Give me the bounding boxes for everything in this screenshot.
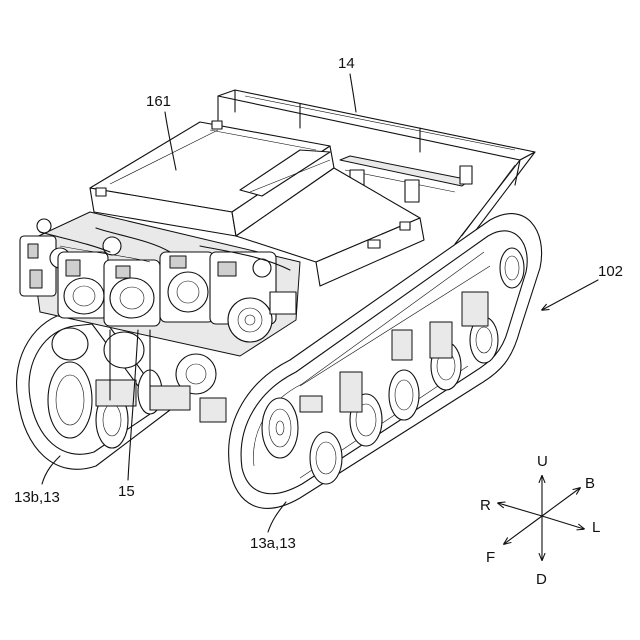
compass-label-back: B bbox=[585, 475, 595, 492]
compass-arrow-left bbox=[542, 516, 584, 529]
compass-label-left: L bbox=[592, 519, 600, 536]
compass-arrow-right bbox=[498, 503, 542, 516]
label-13a: 13a,13 bbox=[250, 535, 296, 552]
label-161: 161 bbox=[146, 93, 171, 110]
compass-label-down: D bbox=[536, 571, 547, 588]
compass-label-front: F bbox=[486, 549, 495, 566]
label-13b: 13b,13 bbox=[14, 489, 60, 506]
compass-label-right: R bbox=[480, 497, 491, 514]
label-102: 102 bbox=[598, 263, 623, 280]
label-14: 14 bbox=[338, 55, 355, 72]
compass-label-up: U bbox=[537, 453, 548, 470]
direction-compass: U D R L B F bbox=[480, 453, 600, 588]
compass-arrow-back bbox=[542, 488, 580, 516]
compass-arrow-front bbox=[504, 516, 542, 544]
label-15: 15 bbox=[118, 483, 135, 500]
